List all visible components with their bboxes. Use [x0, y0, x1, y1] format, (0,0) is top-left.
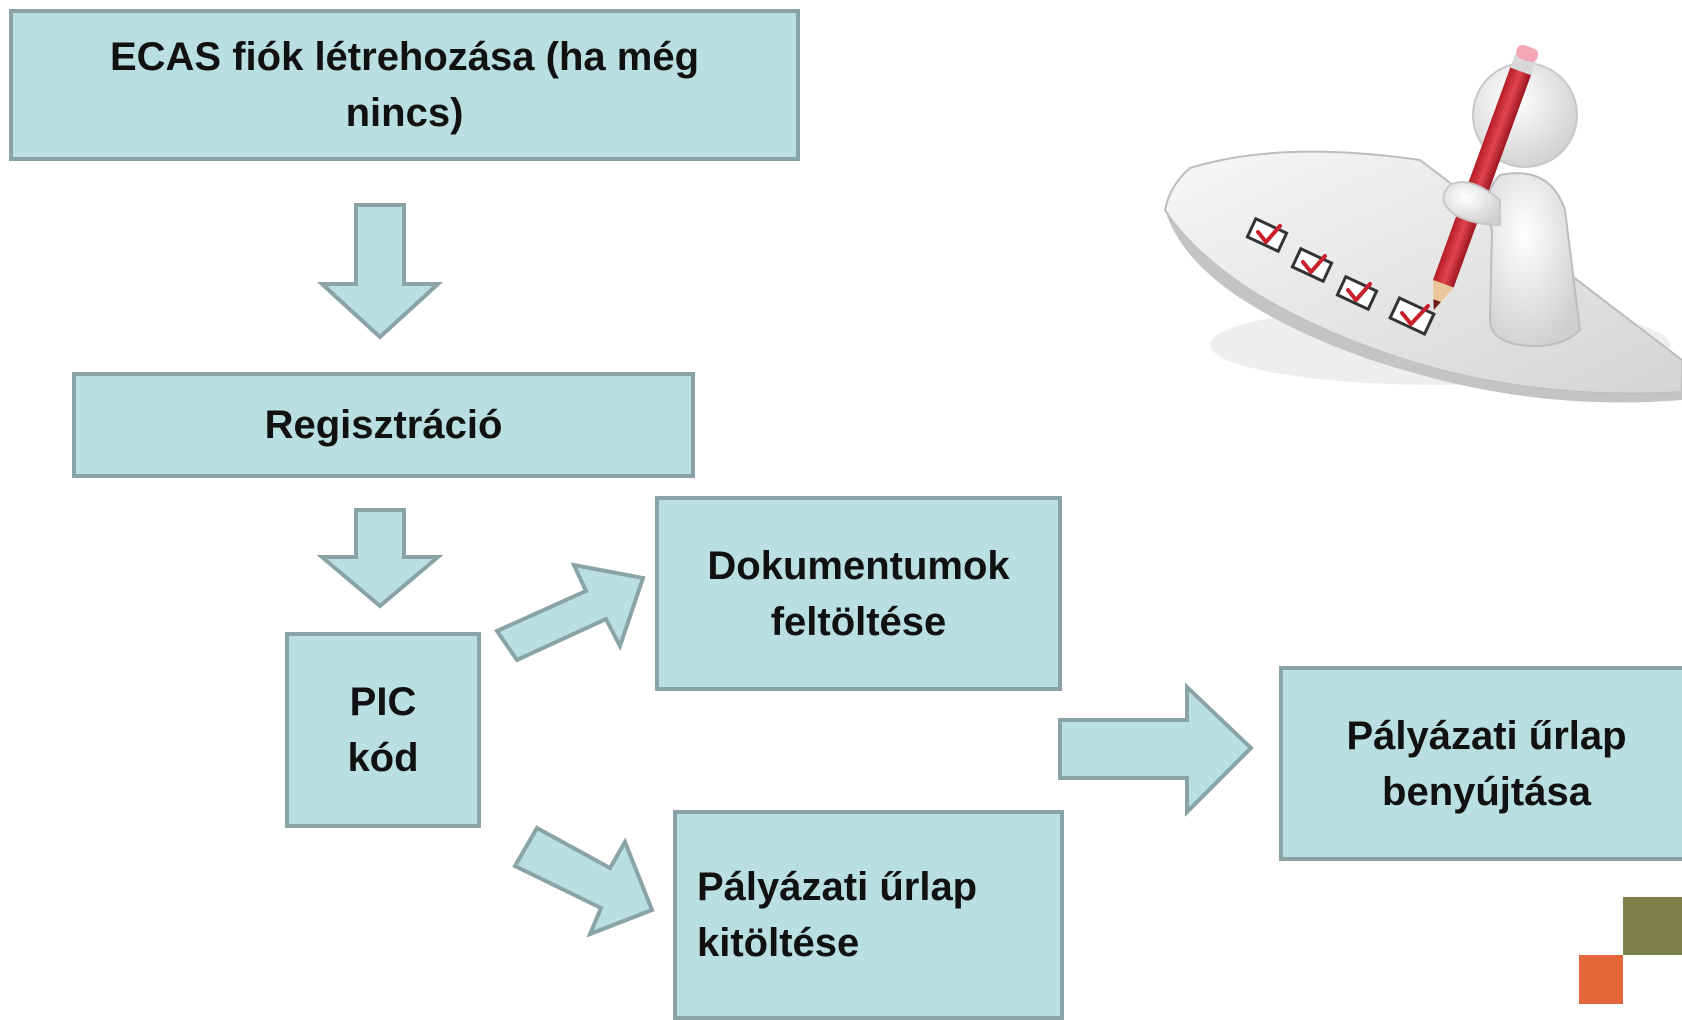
step-upload-documents: Dokumentumok feltöltése — [655, 496, 1062, 691]
step-registration: Regisztráció — [72, 372, 695, 478]
step-fill-application-form-label: Pályázati űrlap kitöltése — [697, 865, 978, 965]
arrow-to-submit-form — [1058, 682, 1254, 817]
step-ecas-account-label: ECAS fiók létrehozása (ha még nincs) — [109, 35, 700, 135]
arrow-pic-to-documents — [493, 562, 646, 663]
step-upload-documents-label: Dokumentumok feltöltése — [707, 543, 1010, 644]
arrow-registration-to-pic — [316, 508, 444, 609]
step-submit-application-form-label: Pályázati űrlap benyújtása — [1346, 713, 1627, 814]
arrow-ecas-to-registration — [316, 203, 444, 340]
arrow-pic-to-fill-form — [512, 825, 655, 938]
corner-green-square — [1623, 897, 1682, 955]
step-fill-application-form: Pályázati űrlap kitöltése — [673, 810, 1064, 1020]
step-pic-code-label: PIC kód — [347, 680, 419, 780]
corner-orange-square — [1579, 955, 1623, 1004]
step-registration-label: Regisztráció — [264, 403, 503, 447]
step-pic-code: PIC kód — [285, 632, 481, 828]
step-submit-application-form: Pályázati űrlap benyújtása — [1279, 666, 1682, 861]
step-ecas-account: ECAS fiók létrehozása (ha még nincs) — [9, 9, 800, 161]
